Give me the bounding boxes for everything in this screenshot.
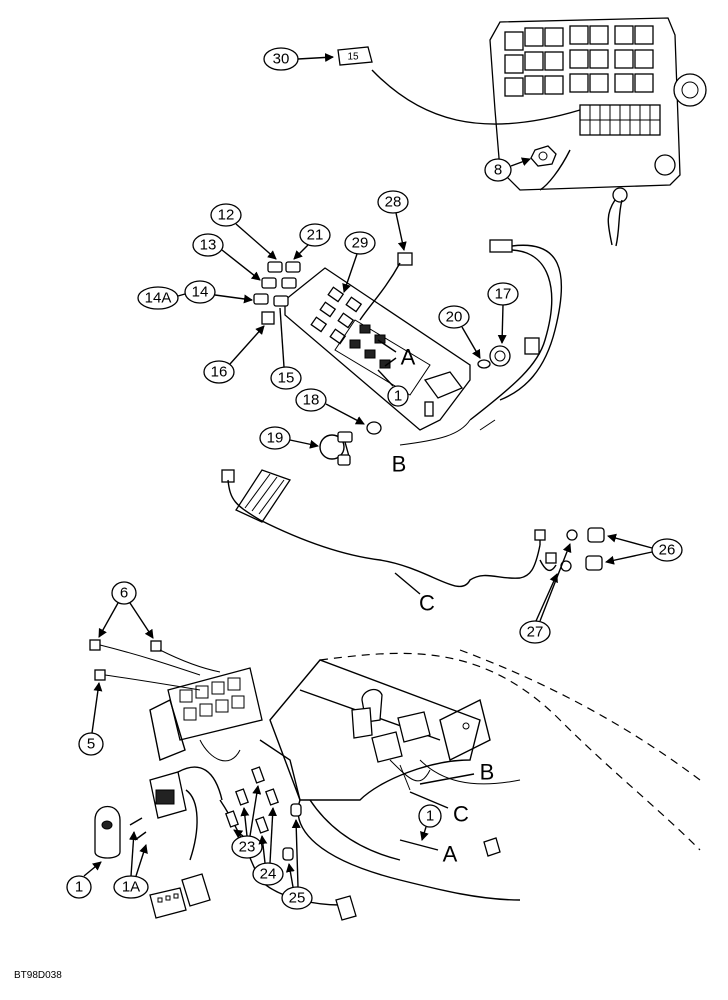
switch-panel-slots (310, 286, 363, 345)
callout-8-text: 8 (494, 162, 502, 179)
callout-28: 28 (377, 190, 409, 251)
connector-part-28 (397, 252, 413, 266)
console-connector (397, 711, 431, 743)
relay-lead-line (371, 69, 581, 125)
callout-15-text: 15 (278, 370, 295, 387)
callout-6: 6 (98, 581, 154, 639)
callout-26: 26 (605, 533, 683, 565)
fuse-block (579, 104, 661, 136)
cap-part-6a (89, 639, 101, 651)
callout-25: 25 (281, 819, 313, 910)
relay-label: 15 (347, 52, 359, 63)
callout-14: 14 (184, 280, 253, 304)
callout-5: 5 (78, 682, 104, 756)
letter-a-upper-text: A (401, 345, 416, 370)
callout-1a: 1A (113, 831, 149, 899)
bottom-connectors (149, 837, 501, 921)
nut-part-8 (530, 145, 557, 167)
callout-1-mid: 1 (377, 369, 409, 407)
grommet-part-18 (366, 421, 382, 435)
callout-24: 24 (252, 807, 284, 886)
callout-23-text: 23 (239, 839, 256, 856)
key-switch-opening (423, 371, 464, 399)
callout-1-low: 1 (418, 804, 442, 841)
ignition-key-19 (319, 431, 353, 466)
callout-8: 8 (484, 157, 531, 182)
letter-c-lower: C (453, 802, 469, 827)
relays-23-24-25 (225, 766, 302, 861)
callout-1-bl: 1 (66, 861, 102, 899)
callout-16-text: 16 (211, 364, 228, 381)
callout-17-text: 17 (495, 286, 512, 303)
blank-plug-16 (261, 311, 275, 325)
callout-1-mid-text: 1 (394, 388, 402, 405)
callout-16: 16 (203, 325, 265, 384)
callout-19: 19 (259, 426, 319, 450)
callout-29-text: 29 (352, 235, 369, 252)
letter-b-upper: B (392, 452, 407, 477)
callout-20: 20 (438, 305, 481, 359)
callout-14-text: 14 (192, 284, 209, 301)
fuse-panel-lower (149, 667, 263, 762)
callout-1-bl-text: 1 (75, 879, 83, 896)
callout-13: 13 (192, 233, 261, 281)
callout-27-text: 27 (527, 624, 544, 641)
callout-12-text: 12 (218, 207, 235, 224)
callout-30: 30 (263, 47, 334, 71)
callout-18: 18 (295, 388, 365, 425)
callout-14a-text: 14A (145, 290, 172, 307)
letter-a-lower: A (443, 842, 458, 867)
callout-29: 29 (342, 231, 376, 293)
cap-part-6b (150, 640, 162, 652)
horn-icon (673, 73, 707, 107)
relay-part-30: 15 (337, 46, 373, 66)
callout-6-text: 6 (120, 585, 128, 602)
callout-13-text: 13 (200, 237, 217, 254)
callout-21-text: 21 (307, 227, 324, 244)
callout-1a-text: 1A (122, 879, 140, 896)
switch-panel (284, 267, 471, 431)
harness-connector-top (489, 239, 513, 253)
callout-26-text: 26 (659, 542, 676, 559)
letter-a-upper: A (377, 339, 416, 370)
callout-28-text: 28 (385, 194, 402, 211)
harness-c (221, 469, 557, 588)
callout-15: 15 (270, 307, 302, 390)
callout-23: 23 (231, 785, 263, 859)
cap-part-5 (94, 669, 106, 681)
callout-19-text: 19 (267, 430, 284, 447)
bulb-sockets-26-27 (534, 527, 605, 572)
callout-20-text: 20 (446, 309, 463, 326)
installed-switches (349, 324, 391, 369)
callout-25-text: 25 (289, 890, 306, 907)
cover-part-1 (94, 805, 121, 859)
rocker-switches-loose (253, 261, 301, 325)
callout-24-text: 24 (260, 866, 277, 883)
callout-30-text: 30 (273, 51, 290, 68)
callout-12: 12 (210, 203, 277, 260)
callout-14a: 14A (137, 286, 186, 310)
callout-27: 27 (519, 543, 572, 644)
console-assembly (259, 649, 701, 901)
screws-1a (129, 817, 147, 841)
callout-18-text: 18 (303, 392, 320, 409)
callout-1-low-text: 1 (426, 808, 434, 825)
callout-17: 17 (487, 282, 519, 344)
indicator-lamp-17 (489, 345, 511, 367)
letter-c-mid: C (419, 591, 435, 616)
figure-code: BT98D038 (14, 970, 62, 981)
fuse-relay-box-assembly (489, 17, 707, 247)
ring-part-20 (477, 359, 491, 369)
letter-b-lower: B (480, 760, 495, 785)
callout-21: 21 (293, 223, 331, 260)
relay-grid (504, 25, 654, 97)
callout-5-text: 5 (87, 736, 95, 753)
